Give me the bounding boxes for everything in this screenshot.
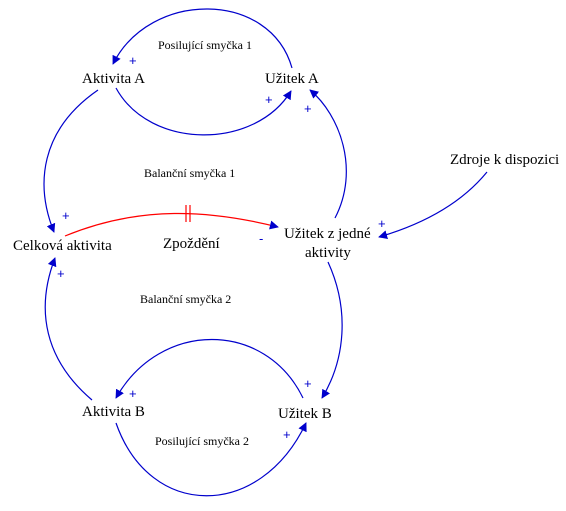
link-uzitek-a-to-aktivita-a (112, 8, 293, 69)
link-zdroje-to-uzitek-jedne (378, 171, 488, 240)
polarity-plus-uzitek-b-in: + (304, 376, 312, 391)
polarity-plus-upper-top: + (129, 53, 137, 68)
link-aktivita-a-to-celkova (43, 89, 99, 233)
loop-label-posilujici-2: Posilující smyčka 2 (155, 434, 249, 448)
loop-label-balancni-1: Balanční smyčka 1 (144, 166, 235, 180)
node-uzitek-jedne-line1: Užitek z jedné (284, 226, 371, 242)
polarity-minus-delay: - (259, 231, 263, 246)
node-aktivita-b: Aktivita B (82, 404, 145, 420)
node-zpozdeni: Zpoždění (163, 236, 220, 252)
node-uzitek-jedne-line2: aktivity (305, 245, 351, 261)
node-uzitek-b: Užitek B (278, 406, 332, 422)
link-celkova-to-uzitek-jedne (64, 212, 279, 237)
loop-label-balancni-2: Balanční smyčka 2 (140, 292, 231, 306)
link-aktivita-b-to-uzitek-b (115, 422, 307, 497)
polarity-plus-celkova-from-b: + (57, 266, 65, 281)
link-uzitek-jedne-to-uzitek-a (309, 89, 347, 219)
polarity-plus-lower-top: + (129, 386, 137, 401)
node-aktivita-a: Aktivita A (82, 71, 145, 87)
polarity-plus-lower-bottom: + (283, 427, 291, 442)
polarity-plus-zdroje: + (378, 216, 386, 231)
polarity-plus-upper-bottom: + (265, 92, 273, 107)
polarity-plus-uzitek-a-in: + (304, 101, 312, 116)
link-aktivita-a-to-uzitek-a (115, 87, 292, 136)
link-uzitek-jedne-to-uzitek-b (321, 261, 343, 399)
node-zdroje: Zdroje k dispozici (450, 152, 559, 168)
polarity-plus-celkova-from-a: + (62, 208, 70, 223)
link-aktivita-b-to-celkova (44, 257, 93, 401)
node-uzitek-a: Užitek A (265, 71, 319, 87)
node-celkova-aktivita: Celková aktivita (13, 238, 112, 254)
link-uzitek-b-to-aktivita-b (115, 339, 304, 399)
loop-label-posilujici-1: Posilující smyčka 1 (158, 38, 252, 52)
